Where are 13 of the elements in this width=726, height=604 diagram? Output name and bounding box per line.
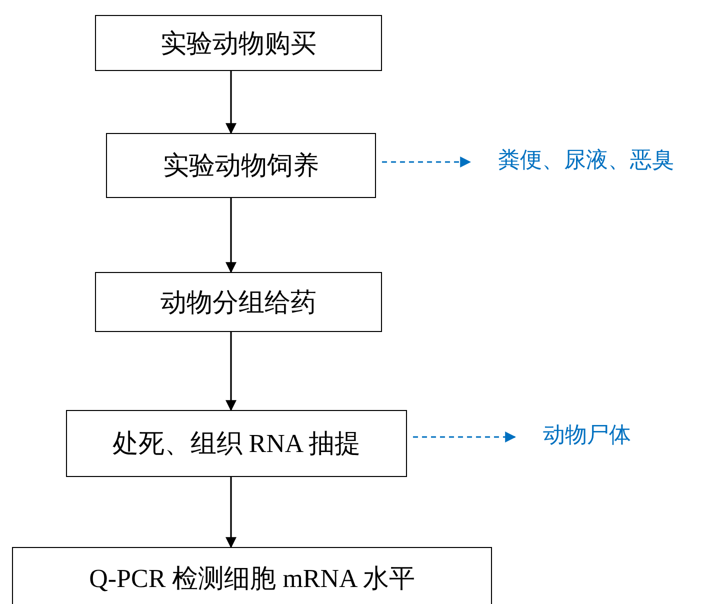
arrow [226, 71, 236, 134]
process-box: 实验动物饲养 [106, 133, 376, 198]
arrow [413, 432, 516, 442]
output-label: 粪便、尿液、恶臭 [498, 145, 724, 175]
arrow [382, 156, 472, 168]
output-label: 动物尸体 [543, 420, 663, 450]
process-box: 实验动物购买 [95, 15, 382, 71]
process-box: 处死、组织 RNA 抽提 [66, 410, 407, 477]
arrow [226, 198, 236, 274]
arrow [226, 332, 236, 412]
process-box: 动物分组给药 [95, 272, 382, 332]
process-box: Q-PCR 检测细胞 mRNA 水平 [12, 547, 492, 604]
arrow [226, 477, 236, 548]
